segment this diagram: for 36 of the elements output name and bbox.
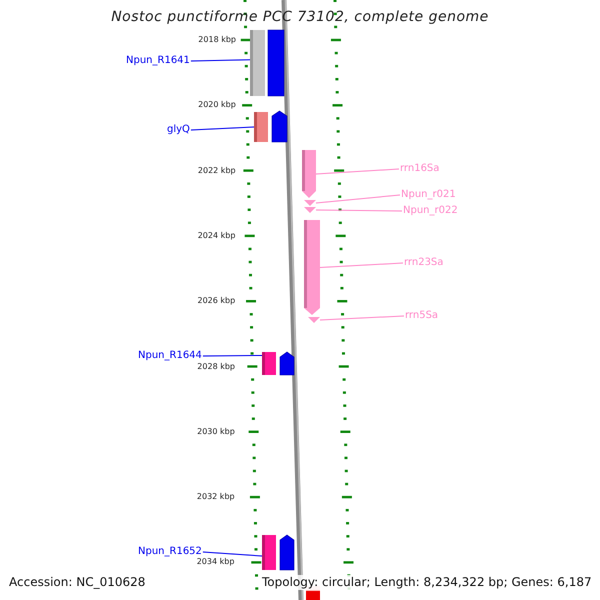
gene-bar <box>262 352 276 375</box>
gene-label: Npun_R1644 <box>138 350 202 362</box>
gene-feature <box>308 317 320 323</box>
leader-line <box>320 316 404 320</box>
tick-label: 2032 kbp <box>196 492 235 502</box>
gene-bar <box>254 112 268 142</box>
leader-line <box>316 194 400 204</box>
gene-bar <box>250 30 265 96</box>
gene-label: Npun_R1652 <box>138 546 202 558</box>
gene-label: Npun_r022 <box>403 205 458 217</box>
gene-label: Npun_r021 <box>401 189 456 201</box>
tick-label: 2020 kbp <box>198 100 236 110</box>
gene-feature <box>302 150 316 198</box>
gene-label: rrn5Sa <box>405 310 438 322</box>
gene-feature <box>304 207 316 213</box>
title: Nostoc punctiforme PCC 73102, complete genome <box>110 9 490 25</box>
leader-line <box>190 59 250 62</box>
tick-label: 2026 kbp <box>198 296 236 306</box>
leader-line <box>316 168 400 174</box>
leader-line <box>190 126 254 130</box>
gene-label: Npun_R1641 <box>126 55 190 67</box>
tick-label: 2034 kbp <box>196 557 234 568</box>
leader-line <box>320 262 404 268</box>
gene-label: glyQ <box>167 124 190 136</box>
footer-text: Accession: NC_010628 <box>9 575 146 590</box>
gene-label: rrn23Sa <box>404 257 444 269</box>
leader-line <box>202 552 262 556</box>
gene-feature <box>304 200 316 206</box>
leader-line <box>316 210 402 212</box>
tick-label: 2030 kbp <box>197 426 235 437</box>
gene-label: rrn16Sa <box>400 163 440 175</box>
footer-text: Topology: circular; Length: 8,234,322 bp; Genes: 6,187 <box>262 575 592 590</box>
gene-feature <box>304 220 320 315</box>
tick-label: 2024 kbp <box>198 230 236 241</box>
gene-bar <box>262 535 276 570</box>
leader-line <box>202 354 262 356</box>
